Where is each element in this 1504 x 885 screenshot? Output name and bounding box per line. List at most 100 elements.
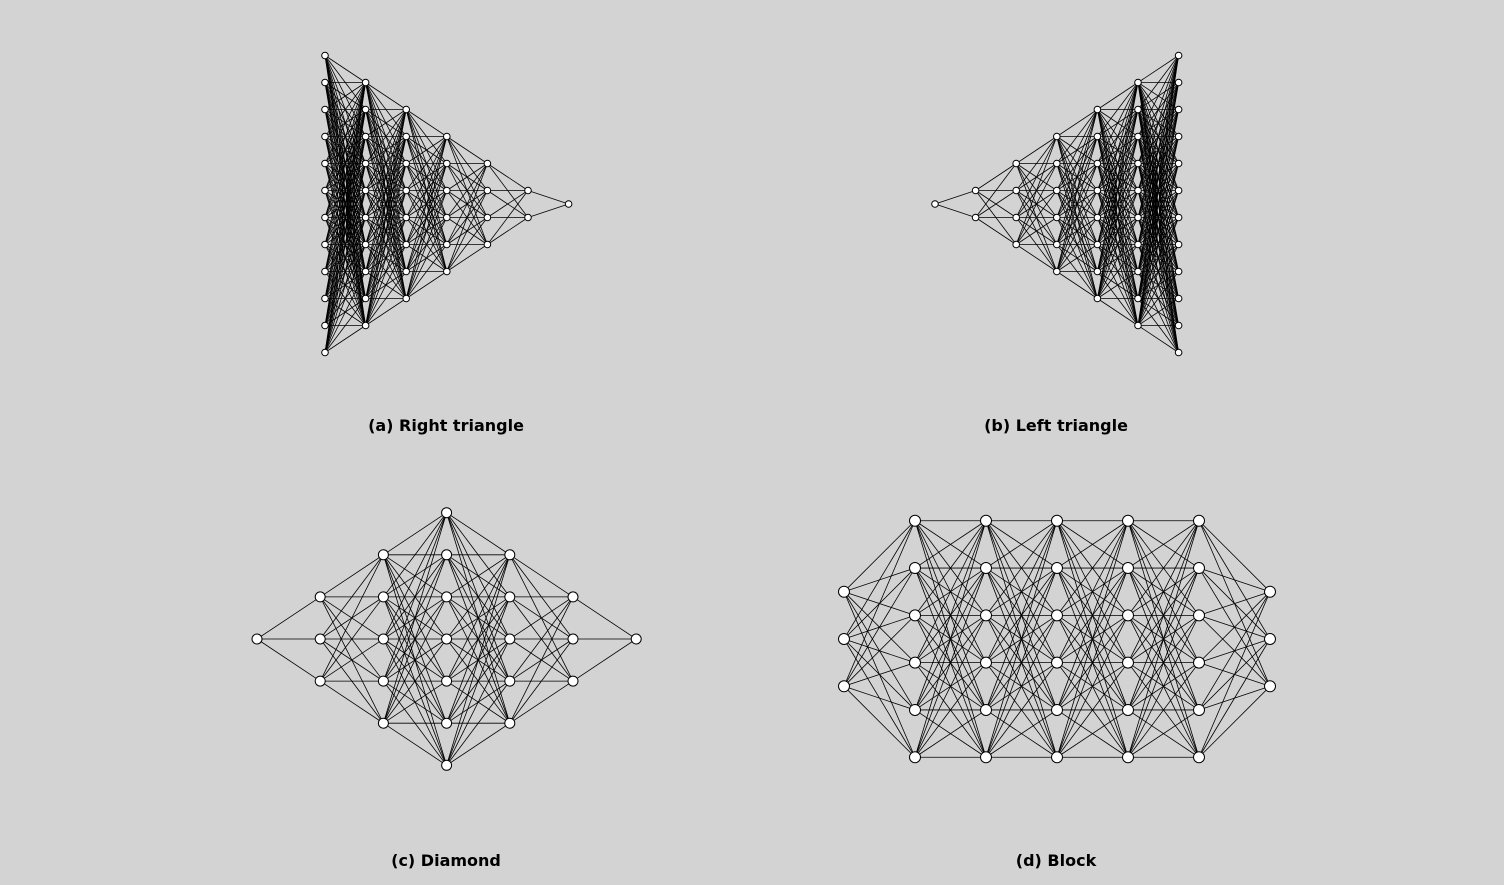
network-edge: [405, 109, 448, 137]
network-node: [1174, 78, 1183, 87]
network-edge: [446, 680, 511, 766]
network-edge: [324, 82, 366, 299]
network-edge: [1127, 615, 1200, 758]
network-edge: [324, 217, 366, 353]
network-edge: [1097, 244, 1139, 299]
network-node: [1051, 656, 1063, 669]
network-node: [1174, 213, 1183, 222]
network-edges: [843, 520, 1271, 758]
panel-caption: (d) Block: [1016, 851, 1097, 870]
network-edge: [1056, 520, 1129, 663]
network-edge: [985, 520, 1058, 616]
network-edge: [446, 244, 488, 272]
network-edge: [365, 109, 407, 137]
network-node: [971, 186, 980, 195]
network-edges: [934, 55, 1179, 353]
network-edge: [324, 82, 366, 137]
network-node: [1051, 609, 1063, 622]
network-edge: [1097, 82, 1139, 137]
network-node: [321, 78, 329, 87]
network-edge: [1097, 109, 1139, 299]
network-edge: [324, 109, 366, 353]
network-edge: [1137, 163, 1179, 326]
network-node: [1174, 51, 1183, 60]
network-edge: [1137, 55, 1179, 110]
network-node: [443, 267, 451, 276]
network-edge: [1056, 109, 1098, 245]
network-edge: [365, 109, 407, 326]
network-node: [909, 609, 921, 622]
network-edge: [446, 638, 511, 766]
network-edge: [365, 82, 407, 110]
network-edge: [509, 596, 574, 640]
network-node: [504, 549, 516, 561]
network-node: [443, 213, 451, 222]
network-node: [1134, 321, 1142, 330]
network-node: [361, 105, 370, 114]
network-node: [1053, 267, 1061, 276]
network-node: [361, 267, 370, 276]
network-edge: [509, 554, 574, 598]
panel-right-triangle: (a) Right triangle: [321, 51, 573, 435]
network-edge: [1127, 567, 1200, 758]
network-node: [504, 675, 516, 687]
network-edge: [1198, 520, 1271, 592]
network-node: [1093, 213, 1102, 222]
network-edge: [1056, 190, 1098, 272]
network-edge: [405, 136, 448, 299]
network-edge: [487, 163, 529, 191]
network-edge: [324, 244, 366, 353]
network-edge: [365, 109, 407, 299]
network-edge: [1097, 271, 1139, 299]
network-edge: [383, 512, 447, 556]
network-node: [377, 549, 389, 561]
network-edge: [1015, 244, 1058, 272]
network-edge: [843, 615, 916, 687]
network-edge: [1198, 591, 1271, 711]
network-node: [980, 562, 992, 575]
network-node: [361, 321, 370, 330]
network-edge: [324, 298, 366, 353]
network-edge: [319, 554, 384, 682]
network-edge: [324, 82, 366, 353]
network-node: [1174, 105, 1183, 114]
network-node: [1174, 294, 1183, 303]
network-edge: [446, 217, 488, 272]
network-edge: [1097, 82, 1139, 191]
network-edge: [843, 686, 916, 758]
network-node: [567, 675, 579, 687]
network-node: [1134, 294, 1142, 303]
network-edge: [1137, 217, 1179, 326]
network-node: [909, 703, 921, 716]
network-node: [314, 591, 326, 603]
network-edge: [319, 554, 384, 640]
network-edge: [1137, 298, 1179, 326]
network-node: [909, 656, 921, 669]
network-edge: [383, 512, 447, 598]
network-edge: [365, 298, 407, 326]
network-edge: [985, 520, 1058, 663]
network-edge: [405, 136, 448, 191]
network-node: [1093, 105, 1102, 114]
network-edge: [319, 680, 384, 724]
network-node: [443, 132, 451, 141]
network-edge: [985, 520, 1058, 569]
network-node: [1193, 656, 1205, 669]
network-node: [441, 717, 453, 729]
network-edge: [985, 520, 1058, 758]
network-node: [441, 633, 453, 645]
network-edge: [1137, 244, 1179, 326]
network-node: [1051, 703, 1063, 716]
network-edge: [365, 109, 407, 245]
network-edge: [365, 163, 407, 326]
network-edge: [1137, 55, 1179, 245]
network-edge: [1097, 82, 1139, 272]
network-node: [1053, 159, 1061, 168]
network-edge: [1127, 520, 1200, 663]
network-node: [1264, 633, 1276, 645]
network-node: [1051, 562, 1063, 575]
network-node: [377, 675, 389, 687]
network-edge: [365, 109, 407, 191]
network-nodes: [931, 51, 1183, 357]
network-edge: [256, 596, 321, 640]
